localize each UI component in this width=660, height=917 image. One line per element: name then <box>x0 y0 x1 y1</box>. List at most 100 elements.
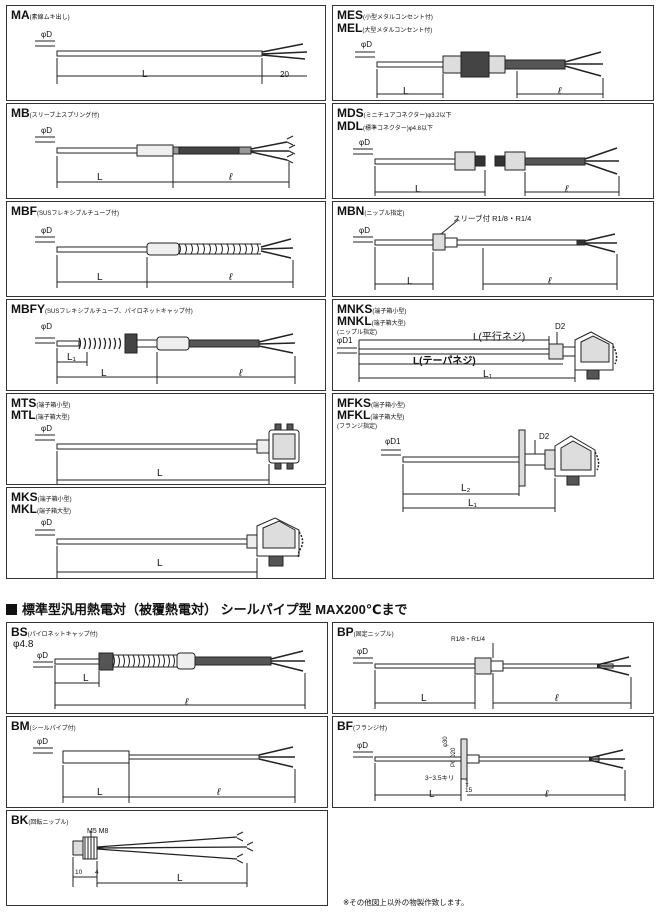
product-note: (フランジ指定) <box>337 424 377 430</box>
dim-15-label: 15 <box>465 787 473 794</box>
panel-bm: BM(シールパイプ付) φD L ℓ <box>6 716 328 808</box>
d2-label: D2 <box>555 322 566 331</box>
panel-mds: MDS(ミニチュアコネクター)φ3.2以下 MDL(標準コネクター)φ4.8以下… <box>332 103 654 199</box>
product-code: MES <box>337 8 364 22</box>
product-code: MBFY <box>11 302 45 316</box>
mnks-drawing <box>337 331 618 382</box>
mds-drawing <box>353 147 620 196</box>
mbn-drawing <box>353 219 618 290</box>
product-note: (端子箱大型) <box>37 509 71 515</box>
diameter-label: φD <box>357 741 368 750</box>
bk-drawing <box>72 831 254 887</box>
product-code: MB <box>11 106 30 120</box>
panel-mbfy: MBFY(SUSフレキシブルチューブ、パイロネットキャップ付) φD L₁ L … <box>6 299 326 391</box>
product-code: MKL <box>11 502 37 516</box>
diameter-label: φD <box>41 226 52 235</box>
product-note: (SUSフレキシブルチューブ、パイロネットキャップ付) <box>45 309 193 315</box>
diameter-label: φD <box>361 40 372 49</box>
dim-10-label: 10 <box>75 869 83 876</box>
product-code: BK <box>11 813 29 827</box>
length-label: L <box>101 368 107 379</box>
diameter-label: φD <box>37 651 48 660</box>
length-label: L <box>407 276 413 287</box>
product-code: BS <box>11 625 28 639</box>
length-label: L <box>421 693 427 704</box>
length-label: L <box>83 673 89 684</box>
product-note: (端子箱大型) <box>35 415 70 421</box>
diameter-label: φD <box>357 647 368 656</box>
length-label: L <box>97 272 103 283</box>
section-title: 標準型汎用熱電対（被覆熱電対） シールパイプ型 MAX200℃まで <box>6 599 408 618</box>
product-note: (パイロネットキャップ付) <box>27 632 98 638</box>
lead-length-label: ℓ <box>555 693 559 704</box>
diameter-label: φD1 <box>385 437 401 446</box>
ma-drawing <box>35 40 308 84</box>
product-note: (フランジ付) <box>353 726 387 732</box>
length-parallel-label: L(平行ネジ) <box>473 332 526 343</box>
panel-bk: BK(回転ニップル) M5 M8 10 4 L <box>6 810 328 906</box>
panel-mb: MB(スリーブ上スプリング付) φD L ℓ <box>6 103 326 199</box>
lead-length-label: ℓ <box>565 184 569 195</box>
product-code: MA <box>11 8 30 22</box>
product-code: MEL <box>337 21 363 35</box>
section-title-text: 標準型汎用熱電対（被覆熱電対） シールパイプ型 MAX200℃まで <box>22 602 408 617</box>
panel-mnks: MNKS(端子箱小型) MNKL(端子箱大型) (ニップル指定) φD1 L(平… <box>332 299 654 391</box>
diameter-label: φD <box>41 322 52 331</box>
product-note: (端子箱大型) <box>370 415 405 421</box>
product-note: (端子箱小型) <box>37 497 72 503</box>
length-label: L <box>403 86 409 97</box>
length-label: L <box>142 69 148 80</box>
product-code: MNKL <box>337 314 372 328</box>
mb-drawing <box>35 135 296 188</box>
diameter-label: φD <box>41 518 52 527</box>
l1-label: L₁ <box>67 352 76 363</box>
d2-label: D2 <box>539 432 550 441</box>
lead-length-label: ℓ <box>548 276 552 287</box>
mbfy-drawing <box>35 333 296 384</box>
product-code: BM <box>11 719 30 733</box>
product-note: (端子箱小型) <box>372 309 407 315</box>
length-label: L <box>415 184 421 195</box>
product-code: MDS <box>337 106 364 120</box>
thread-label: R1/8・R1/4 <box>451 636 485 643</box>
product-code: MTL <box>11 408 36 422</box>
product-note: (ミニチュアコネクター)φ3.2以下 <box>363 113 452 119</box>
mts-drawing <box>35 423 300 484</box>
length-label: L <box>97 787 103 798</box>
product-code: MKS <box>11 490 38 504</box>
product-note: (端子箱小型) <box>371 403 405 409</box>
length-taper-label: L(テーパネジ) <box>413 356 476 367</box>
product-code: MTS <box>11 396 37 410</box>
product-code: MDL <box>337 119 363 133</box>
panel-ma: MA(素線ムキ出し) φD L 20 <box>6 5 326 101</box>
product-code: MBN <box>337 204 365 218</box>
product-note: (SUSフレキシブルチューブ付) <box>37 211 119 217</box>
diameter-label: φD <box>41 126 52 135</box>
thread-label: M5 M8 <box>87 828 109 835</box>
l1-label: L₁ <box>483 369 492 380</box>
product-code: MFKS <box>337 396 371 410</box>
diameter-48-label: φ4.8 <box>13 639 34 650</box>
bs-drawing <box>33 650 306 709</box>
panel-mts: MTS(端子箱小型) MTL(端子箱大型) φD L <box>6 393 326 485</box>
mbf-drawing <box>35 236 294 288</box>
panel-bp: BP(固定ニップル) R1/8・R1/4 φD L ℓ <box>332 622 654 714</box>
product-note: (シールパイプ付) <box>29 726 76 732</box>
footer-note: ※その他図上以外の物製作致します。 <box>343 898 469 907</box>
product-code: BP <box>337 625 354 639</box>
length-label: L <box>157 558 163 569</box>
product-code: MNKS <box>337 302 373 316</box>
length-label: L <box>97 172 103 183</box>
diameter-label: φD <box>41 30 52 39</box>
length-label: L <box>177 873 183 884</box>
product-code: MFKL <box>337 408 371 422</box>
product-note: (小型メタルコンセント付) <box>363 15 433 21</box>
holes-label: 3−3.5キリ <box>425 775 455 782</box>
product-note: (標準コネクター)φ4.8以下 <box>363 126 433 132</box>
product-note: (回転ニップル) <box>28 820 69 826</box>
diameter-label: φD <box>37 737 48 746</box>
length-label: L <box>157 468 163 479</box>
diameter-label: φD <box>41 424 52 433</box>
product-note: (ニップル指定) <box>337 330 377 336</box>
panel-mbn: MBN(ニップル指定) スリーブ付 R1/8・R1/4 φD L ℓ <box>332 201 654 297</box>
